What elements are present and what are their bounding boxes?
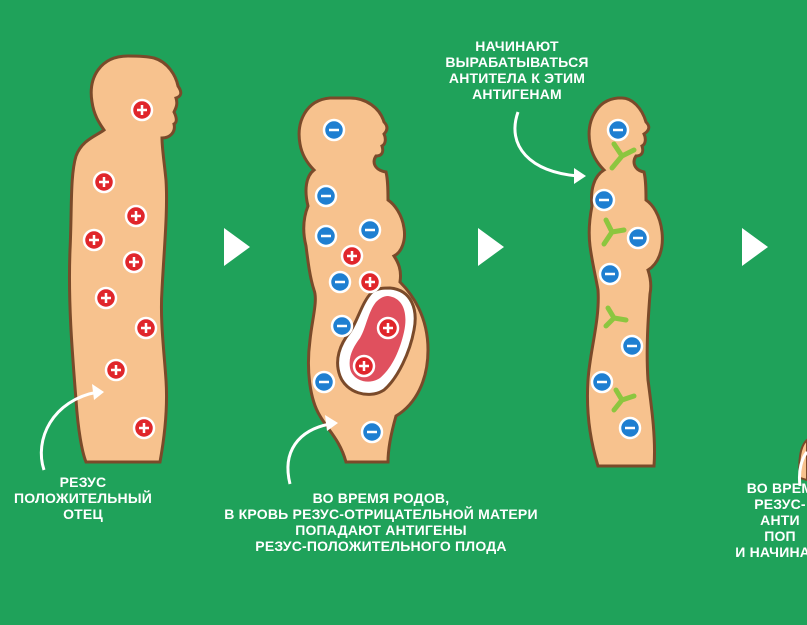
positive-antigen-icon: [352, 354, 376, 378]
positive-antigen-icon: [340, 244, 364, 268]
positive-antigen-icon: [92, 170, 116, 194]
antibody-icon: [603, 305, 629, 329]
positive-antigen-icon: [132, 416, 156, 440]
antibody-icon: [601, 217, 627, 247]
negative-antigen-icon: [618, 416, 642, 440]
positive-antigen-icon: [358, 270, 382, 294]
pointer-birth: [286, 415, 338, 485]
positive-antigen-icon: [124, 204, 148, 228]
positive-antigen-icon: [122, 250, 146, 274]
caption-father: РЕЗУС ПОЛОЖИТЕЛЬНЫЙ ОТЕЦ: [13, 474, 153, 522]
arrow-right-1: [224, 228, 250, 266]
negative-antigen-icon: [330, 314, 354, 338]
positive-antigen-icon: [130, 98, 154, 122]
negative-antigen-icon: [328, 270, 352, 294]
arrow-right-3: [742, 228, 768, 266]
antibody-icon: [609, 141, 637, 171]
pointer-next: [798, 451, 807, 487]
positive-antigen-icon: [94, 286, 118, 310]
positive-markers: [82, 98, 400, 440]
positive-antigen-icon: [134, 316, 158, 340]
caption-next-partial: ВО ВРЕМ РЕЗУС- АНТИ ПОП И НАЧИНАЮ: [735, 480, 807, 560]
negative-antigen-icon: [360, 420, 384, 444]
positive-antigen-icon: [376, 316, 400, 340]
positive-antigen-icon: [82, 228, 106, 252]
negative-antigen-icon: [592, 188, 616, 212]
caption-birth: ВО ВРЕМЯ РОДОВ, В КРОВЬ РЕЗУС-ОТРИЦАТЕЛЬ…: [224, 490, 538, 554]
negative-antigen-icon: [358, 218, 382, 242]
negative-antigen-icon: [314, 184, 338, 208]
negative-antigen-icon: [322, 118, 346, 142]
antibody-icon: [611, 387, 637, 413]
negative-antigen-icon: [590, 370, 614, 394]
negative-antigen-icon: [598, 262, 622, 286]
negative-antigen-icon: [626, 226, 650, 250]
pointer-antibodies: [513, 111, 586, 184]
arrow-right-2: [478, 228, 504, 266]
negative-markers: [312, 118, 650, 444]
antibody-icons: [601, 141, 637, 413]
negative-antigen-icon: [312, 370, 336, 394]
negative-antigen-icon: [620, 334, 644, 358]
negative-antigen-icon: [314, 224, 338, 248]
positive-antigen-icon: [104, 358, 128, 382]
caption-antibodies: НАЧИНАЮТ ВЫРАБАТЫВАТЬСЯ АНТИТЕЛА К ЭТИМ …: [445, 38, 589, 102]
negative-antigen-icon: [606, 118, 630, 142]
pointer-father: [39, 384, 104, 471]
